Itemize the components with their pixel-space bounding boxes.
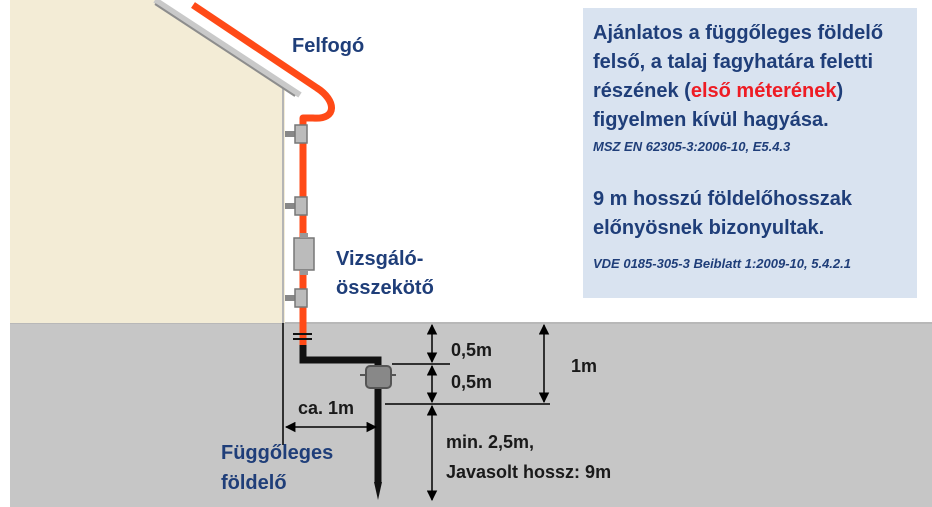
wall-clip — [285, 288, 308, 308]
roof-edge — [153, 0, 302, 98]
test-joint-box — [293, 233, 315, 275]
ground-area — [10, 323, 932, 507]
info-reference-1: MSZ EN 62305-3:2006-10, E5.4.3 — [593, 139, 791, 154]
depth-upper-label: 0,5m — [451, 340, 493, 360]
info-highlight: első méterének — [690, 80, 837, 102]
roof-edge-inner — [154, 3, 296, 97]
air-terminal-label: Felfogó — [292, 35, 365, 57]
rod-clamp — [365, 365, 392, 389]
info-line-5: 9 m hosszú földelőhosszak — [593, 188, 852, 210]
test-joint-label-line1: Vizsgáló- — [336, 248, 424, 270]
depth-lower-label: 0,5m — [451, 372, 493, 392]
info-line-4: figyelmen kívül hagyása. — [593, 109, 829, 131]
horizontal-distance-label: ca. 1m — [298, 398, 355, 418]
vertical-electrode-label-line1: Függőleges — [221, 442, 334, 464]
wall-clip — [285, 196, 308, 216]
rod-min-length-label: min. 2,5m, — [446, 432, 535, 452]
test-joint-label-line2: összekötő — [336, 277, 434, 299]
vertical-electrode-label-line2: földelő — [221, 472, 287, 494]
info-line-1: Ajánlatos a függőleges földelő — [593, 22, 884, 44]
rod-recommended-length-label: Javasolt hossz: 9m — [446, 462, 612, 482]
earth-rod-tip — [374, 482, 382, 500]
info-line-2: felső, a talaj fagyhatára feletti — [593, 51, 874, 73]
wall-clip — [285, 124, 308, 144]
building-wall — [10, 0, 285, 323]
info-reference-2: VDE 0185-305-3 Beiblatt 1:2009-10, 5.4.2… — [593, 256, 851, 271]
info-line-6: előnyösnek bizonyultak. — [593, 217, 825, 239]
info-line-3: részének (első méterének) — [593, 80, 843, 103]
info-box: Ajánlatos a függőleges földelő felső, a … — [583, 8, 917, 298]
depth-total-label: 1m — [571, 356, 598, 376]
air-terminal-conductor — [191, 2, 335, 345]
info-line-3-start: részének ( — [593, 80, 691, 102]
info-line-3-end: ) — [836, 80, 844, 102]
